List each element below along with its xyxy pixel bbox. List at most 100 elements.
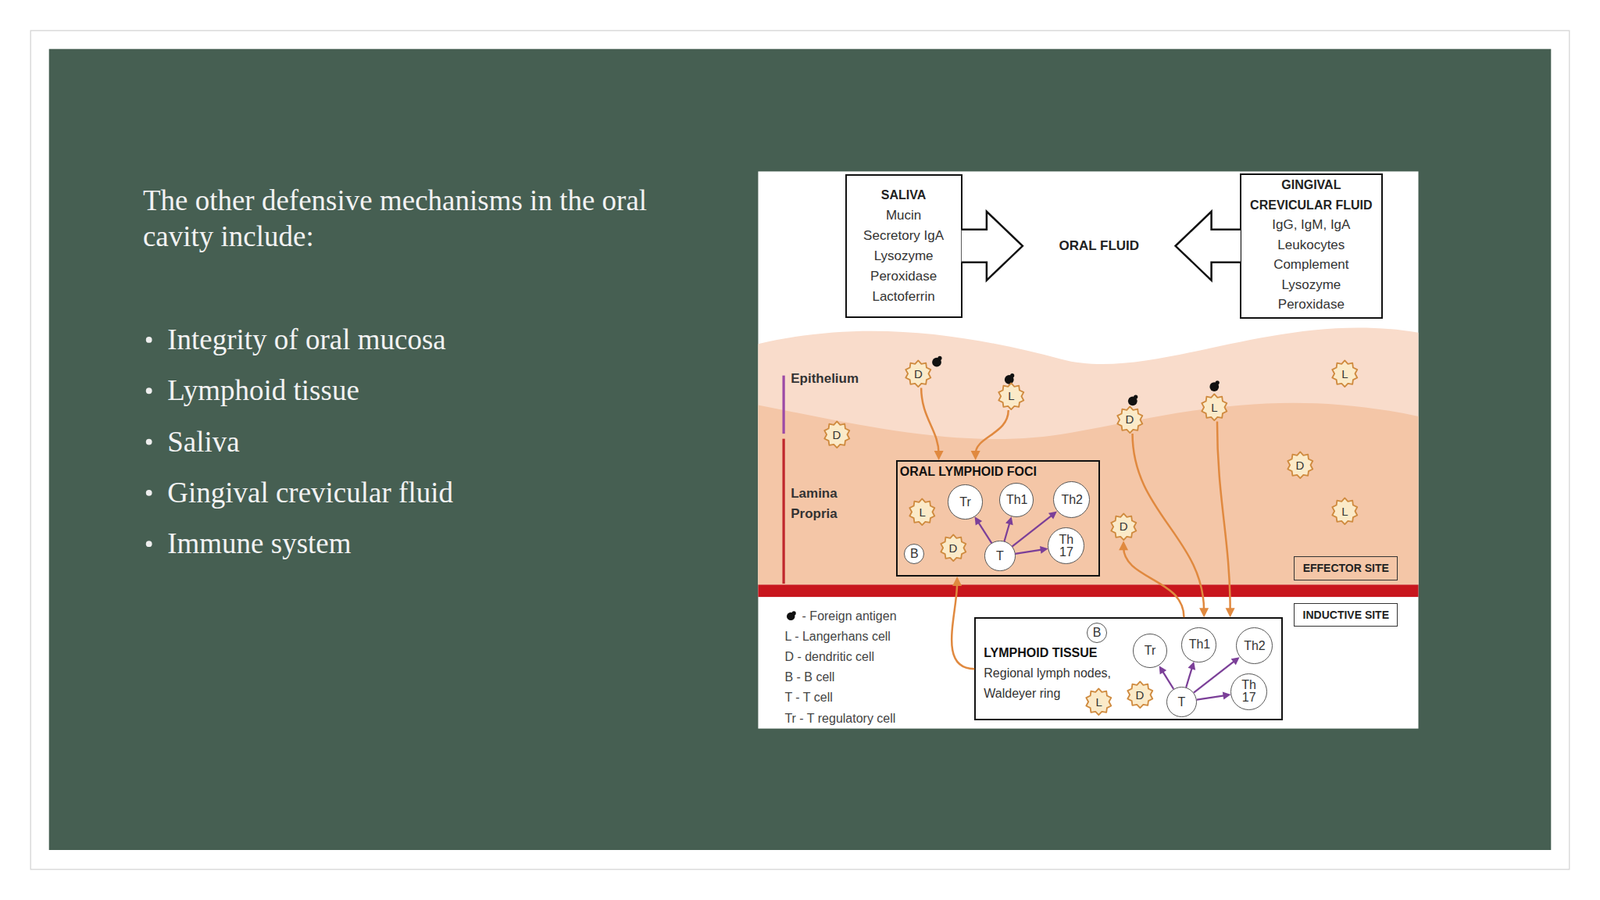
cell-star: L xyxy=(1084,687,1114,717)
cell-label: Th1 xyxy=(1006,493,1027,507)
cell-label: Tr xyxy=(959,496,972,509)
migration-arrow xyxy=(1118,540,1184,618)
antigen-blob xyxy=(1215,380,1220,385)
star-outline xyxy=(1110,513,1136,540)
star-outline xyxy=(1332,498,1358,525)
migration-arrow xyxy=(921,387,944,461)
lymph-box: LYMPHOID TISSUERegional lymph nodes, Wal… xyxy=(974,617,1283,721)
arrow-head xyxy=(971,450,981,461)
arrow-head xyxy=(1159,665,1168,675)
slide-panel xyxy=(49,49,1552,850)
star-outline xyxy=(1127,682,1153,709)
cell-circle: Tr xyxy=(947,484,983,519)
cell-star: D xyxy=(1115,405,1145,435)
legend-antigen-blob xyxy=(792,610,797,615)
arrow-line xyxy=(951,582,975,669)
cell-star: D xyxy=(1285,450,1315,480)
legend-text: - Foreign antigen xyxy=(802,608,897,625)
arrow-line xyxy=(921,387,940,454)
migration-arrow xyxy=(971,410,1009,461)
cell-circle: Th 17 xyxy=(1230,673,1268,711)
cell-star: L xyxy=(996,382,1026,411)
arrow-line xyxy=(1003,521,1010,542)
star-outline xyxy=(998,382,1024,410)
star-outline xyxy=(1332,360,1358,387)
cell-label: B xyxy=(1092,626,1102,640)
site-label: EFFECTOR SITE xyxy=(1303,561,1390,575)
cell-label: D xyxy=(1119,519,1129,533)
cell-label: Th1 xyxy=(1189,638,1210,651)
differentiation-arrow xyxy=(1011,511,1058,547)
list-item: Peroxidase xyxy=(846,266,961,287)
cell-label: D xyxy=(948,541,958,555)
arrow-line xyxy=(1161,670,1174,690)
star-outline xyxy=(1201,393,1227,421)
epithelium-bar xyxy=(782,375,785,434)
cell-label: B xyxy=(910,547,919,561)
antigen-blobs xyxy=(786,356,1220,621)
cell-circle: Th 17 xyxy=(1047,527,1085,565)
cell-star: D xyxy=(1125,680,1155,710)
arrow-head xyxy=(975,516,983,525)
antigen-blob xyxy=(1010,373,1015,378)
bullet-text: Saliva xyxy=(167,424,240,461)
cell-star: L xyxy=(1330,496,1360,526)
differentiation-arrow xyxy=(975,516,993,543)
list-item: Lysozyme xyxy=(1241,275,1382,296)
star-outline xyxy=(905,360,931,387)
arrow-line xyxy=(1217,421,1231,611)
cell-label: L xyxy=(1096,695,1103,709)
box-heading: ORAL LYMPHOID FOCI xyxy=(900,464,1037,480)
cell-label: L xyxy=(1341,367,1348,381)
list-item: Lactoferrin xyxy=(846,286,961,308)
cell-label: T xyxy=(996,550,1004,563)
arrow-line xyxy=(1014,549,1043,554)
legend-text: D - dendritic cell xyxy=(784,649,875,665)
list-item: Secretory IgA xyxy=(846,225,961,247)
differentiation-arrow xyxy=(1159,665,1174,690)
block-arrow xyxy=(961,211,1023,281)
cell-star: D xyxy=(939,533,968,563)
arrow-head xyxy=(1225,607,1236,618)
arrow-line xyxy=(977,521,992,543)
cell-label: D xyxy=(1125,412,1134,426)
cell-circle: T xyxy=(984,540,1015,572)
cell-label: L xyxy=(1341,504,1348,518)
basement-band xyxy=(757,584,1418,597)
bullet-dot xyxy=(146,489,153,497)
differentiation-arrow xyxy=(1014,546,1048,554)
cell-circle: Th2 xyxy=(1235,627,1273,665)
cell-circle: Th1 xyxy=(999,482,1034,518)
bullet-text: Lymphoid tissue xyxy=(167,372,360,409)
block-arrow-shape xyxy=(1175,211,1241,281)
box-heading: SALIVA xyxy=(846,185,961,206)
lamina-band xyxy=(757,403,1418,586)
migration-arrow xyxy=(1132,433,1210,618)
cell-label: L xyxy=(919,505,926,519)
migration-arrow xyxy=(1217,421,1236,618)
cell-star: D xyxy=(903,359,933,389)
legend-text: L - Langerhans cell xyxy=(784,628,891,645)
legend-text: T - T cell xyxy=(784,689,833,706)
bullet-dot xyxy=(146,336,153,343)
cell-label: Th 17 xyxy=(1056,533,1077,559)
arrow-line xyxy=(975,410,1009,454)
cell-circle: B xyxy=(1086,622,1108,643)
cell-label: Th 17 xyxy=(1239,678,1260,704)
cell-star: L xyxy=(907,497,937,527)
legend-text: Tr - T regulatory cell xyxy=(784,710,896,727)
cell-star: D xyxy=(1109,512,1139,542)
list-box: GINGIVAL CREVICULAR FLUIDIgG, IgM, IgALe… xyxy=(1239,173,1383,319)
list-box: SALIVAMucinSecretory IgALysozymePeroxida… xyxy=(845,174,963,318)
star-outline xyxy=(1287,452,1313,479)
box-heading: GINGIVAL CREVICULAR FLUID xyxy=(1241,175,1382,215)
site-tag: INDUCTIVE SITE xyxy=(1293,603,1398,627)
cell-label: Th2 xyxy=(1243,639,1265,653)
tissue-label: Lamina Propria xyxy=(790,483,850,525)
list-item: Mucin xyxy=(846,205,961,226)
box-heading: LYMPHOID TISSUE xyxy=(983,642,1097,664)
